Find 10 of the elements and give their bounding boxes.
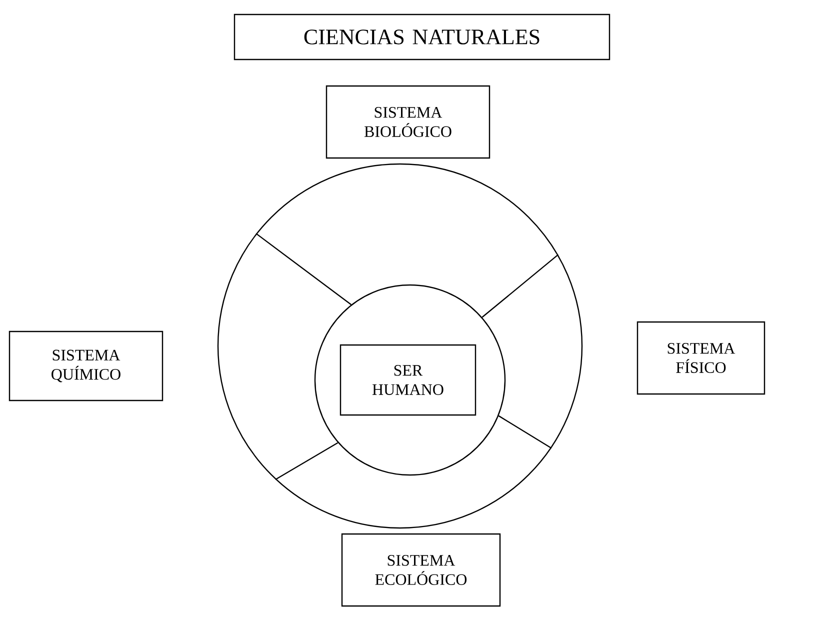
system-box: SISTEMA ECOLÓGICO <box>341 533 501 607</box>
system-box: SISTEMA FÍSICO <box>636 321 766 395</box>
divider-line <box>256 233 352 306</box>
system-box: SISTEMA QUÍMICO <box>8 330 164 402</box>
title-box: CIENCIAS NATURALES <box>234 14 610 60</box>
divider-line <box>275 442 338 480</box>
divider-line <box>498 415 552 449</box>
system-box: SISTEMA BIOLÓGICO <box>326 85 490 159</box>
divider-line <box>482 254 559 318</box>
center-box: SER HUMANO <box>340 344 476 416</box>
